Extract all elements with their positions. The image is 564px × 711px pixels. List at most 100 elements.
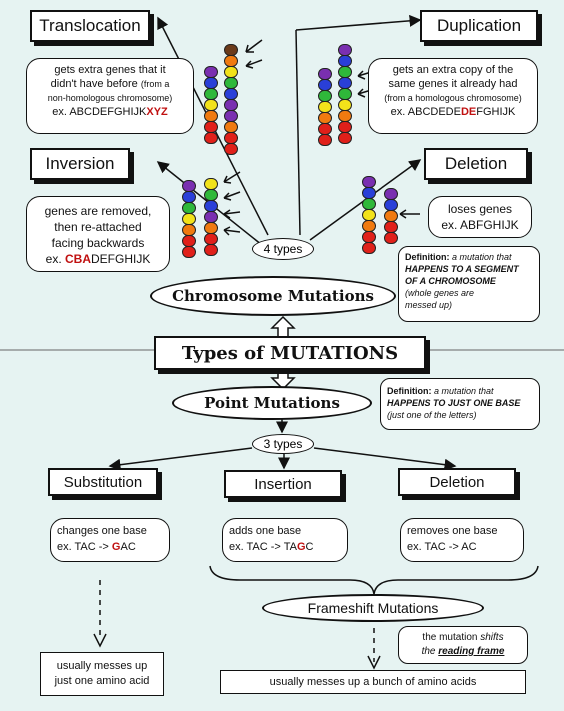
chromosome-def-d: (whole genes are <box>405 288 475 298</box>
gene-segment <box>204 132 218 144</box>
inversion-example-flipped: CBA <box>65 252 91 266</box>
up-arrow-icon <box>270 316 296 338</box>
chromosome-def-e: messed up) <box>405 300 453 310</box>
deletion-line-1: loses genes <box>447 202 513 216</box>
frameshift-def-line-2: the reading frame <box>405 645 521 659</box>
frameshift-result: usually messes up a bunch of amino acids <box>220 670 526 694</box>
down-arrow-icon <box>270 368 296 390</box>
point-deletion-line-1: removes one base <box>407 525 498 537</box>
inversion-line-3: facing backwards <box>51 236 145 250</box>
gene-segment <box>182 246 196 258</box>
translocation-chromosome-1 <box>204 66 218 144</box>
arrow-to-deletion-point <box>313 447 457 471</box>
duplication-description: gets an extra copy of the same genes it … <box>368 58 538 134</box>
duplication-title: Duplication <box>436 16 522 35</box>
translocation-example: ex. ABCDEFGHIJKXYZ <box>33 105 187 119</box>
insertion-example-post: C <box>305 541 314 553</box>
substitution-example: ex. TAC -> GAC <box>57 539 163 555</box>
translocation-line-2: didn't have before (from a <box>33 77 187 91</box>
inversion-description: genes are removed, then re-attached faci… <box>26 196 170 272</box>
duplication-title-box: Duplication <box>420 10 538 42</box>
inversion-example: ex. CBADEFGHIJK <box>33 251 163 267</box>
duplication-example-post: FGHIJK <box>476 106 516 118</box>
insertion-description: adds one base ex. TAC -> TAGC <box>222 518 348 562</box>
translocation-title: Translocation <box>39 16 141 35</box>
main-title-box: Types of MUTATIONS <box>154 336 426 370</box>
translocation-description: gets extra genes that it didn't have bef… <box>26 58 194 134</box>
translocation-chromosome-2 <box>224 44 238 155</box>
gene-segment <box>318 134 332 146</box>
gene-segment <box>338 132 352 144</box>
gene-segment <box>362 242 376 254</box>
inversion-example-pre: ex. <box>45 252 65 266</box>
substitution-description: changes one base ex. TAC -> GAC <box>50 518 170 562</box>
point-def-c: (just one of the letters) <box>387 410 477 420</box>
translocation-example-added: XYZ <box>146 106 168 118</box>
chromosome-def-c: OF A CHROMOSOME <box>405 276 496 286</box>
duplication-line-2: same genes it already had <box>388 78 518 90</box>
frameshift-result-label: usually messes up a bunch of amino acids <box>269 676 477 688</box>
deletion-description: loses genes ex. ABFGHIJK <box>428 196 532 238</box>
duplication-example: ex. ABCDEDEDEFGHIJK <box>375 105 531 119</box>
duplication-chromosome-1 <box>318 68 332 146</box>
point-types-count: 3 types <box>252 434 314 454</box>
arrow-to-substitution <box>108 447 253 471</box>
arrow-to-duplication <box>295 29 301 236</box>
chromosome-def-label: Definition: <box>405 252 450 262</box>
point-def-label: Definition: <box>387 386 432 396</box>
translocation-line-2-small: (from a <box>140 79 170 89</box>
frameshift-brace <box>209 565 539 595</box>
substitution-title-box: Substitution <box>48 468 158 496</box>
insertion-line-1: adds one base <box>229 525 302 537</box>
duplication-example-pre: ex. ABCDEDE <box>390 106 461 118</box>
frameshift-definition: the mutation shifts the reading frame <box>398 626 528 664</box>
point-def-line-1: Definition: a mutation that <box>387 385 533 397</box>
substitution-result-line-2: just one amino acid <box>54 675 150 687</box>
translocation-title-box: Translocation <box>30 10 150 42</box>
point-deletion-line-2: ex. TAC -> AC <box>407 541 477 553</box>
translocation-example-base: ex. ABCDEFGHIJK <box>52 106 147 118</box>
point-def-b: HAPPENS TO JUST ONE BASE <box>387 398 521 408</box>
chromosome-def-line-1: Definition: a mutation that <box>405 251 533 263</box>
point-deletion-description: removes one base ex. TAC -> AC <box>400 518 524 562</box>
inversion-chromosome-1 <box>182 180 196 258</box>
chromosome-definition: Definition: a mutation that HAPPENS TO A… <box>398 246 540 322</box>
translocation-line-2-main: didn't have before <box>50 78 138 90</box>
deletion-line-2: ex. ABFGHIJK <box>441 218 519 232</box>
substitution-result-line-1: usually messes up <box>56 660 148 672</box>
point-mutations-label: Point Mutations <box>204 394 340 412</box>
duplication-example-copy: DE <box>460 106 477 118</box>
substitution-example-post: AC <box>120 541 136 553</box>
substitution-example-changed: G <box>111 541 121 553</box>
main-title: Types of MUTATIONS <box>181 342 399 364</box>
gene-segment <box>224 143 238 155</box>
inversion-line-1: genes are removed, <box>44 204 152 218</box>
chromosome-def-a: a mutation that <box>449 252 512 262</box>
point-definition: Definition: a mutation that HAPPENS TO J… <box>380 378 540 430</box>
substitution-title: Substitution <box>63 473 143 491</box>
chromosome-def-b: HAPPENS TO A SEGMENT <box>405 264 519 274</box>
inversion-title: Inversion <box>45 154 115 173</box>
translocation-line-3: non-homologous chromosome) <box>47 93 173 103</box>
duplication-line-1: gets an extra copy of the <box>392 64 514 76</box>
chromosome-mutations-node: Chromosome Mutations <box>150 276 396 316</box>
substitution-line-1: changes one base <box>57 525 147 537</box>
chromosome-types-count: 4 types <box>252 238 314 260</box>
frameshift-def-d: reading frame <box>438 646 505 657</box>
chromosome-mutations-label: Chromosome Mutations <box>172 287 374 305</box>
duplication-line-3: (from a homologous chromosome) <box>384 93 522 103</box>
substitution-result: usually messes up just one amino acid <box>40 652 164 696</box>
insertion-example: ex. TAC -> TAGC <box>229 539 341 555</box>
frameshift-def-b: shifts <box>480 632 504 643</box>
deletion-title-box: Deletion <box>424 148 528 180</box>
inversion-line-2: then re-attached <box>54 220 142 234</box>
duplication-chromosome-2 <box>338 44 352 144</box>
frameshift-def-a: the mutation <box>422 632 481 643</box>
insertion-title-box: Insertion <box>224 470 342 498</box>
arrow-to-duplication-top <box>295 14 422 31</box>
inversion-example-post: DEFGHIJK <box>91 252 151 266</box>
frameshift-def-c: the <box>421 646 439 657</box>
gene-segment <box>384 232 398 244</box>
translocation-line-1: gets extra genes that it <box>54 64 166 76</box>
insertion-example-pre: ex. TAC -> TA <box>229 541 297 553</box>
